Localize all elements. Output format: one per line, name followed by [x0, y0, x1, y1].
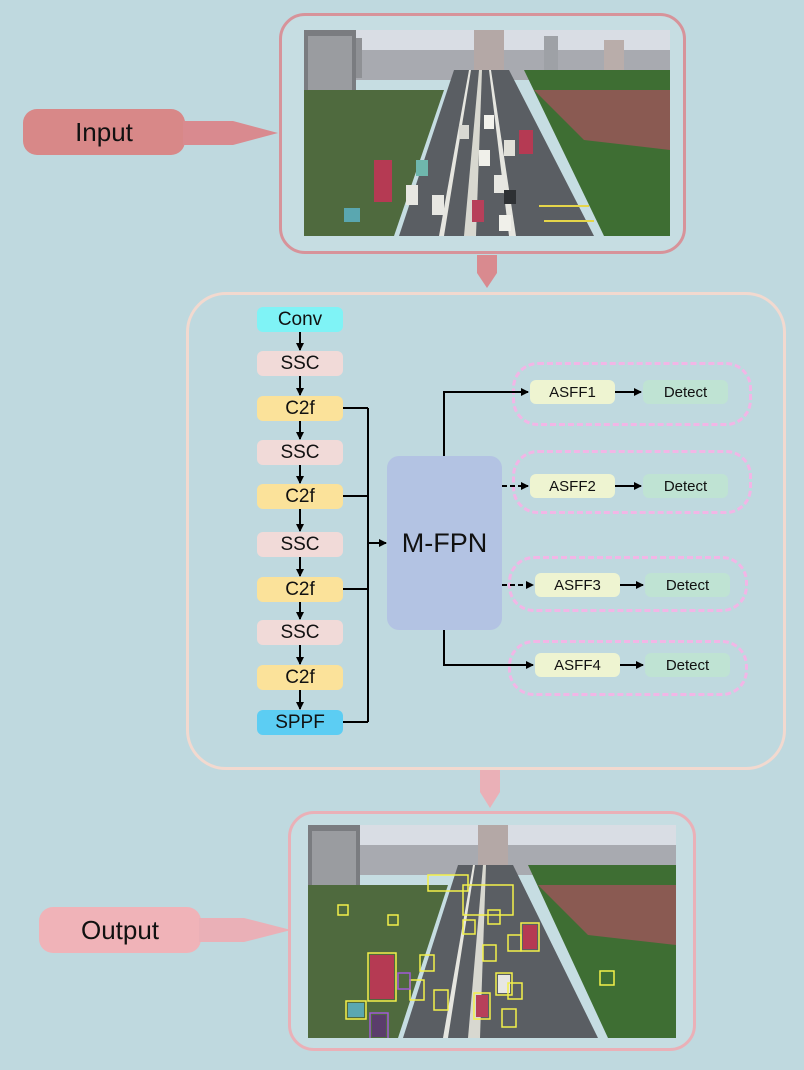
backbone-block-sppf: SPPF [257, 710, 343, 735]
detect1-block: Detect [643, 380, 728, 404]
asff1-block: ASFF1 [530, 380, 615, 404]
head-group-1 [512, 362, 752, 426]
panel-to-output-arrow [480, 770, 500, 808]
network-panel [186, 292, 786, 770]
head-group-2 [512, 450, 752, 514]
output-label-pill: Output [39, 907, 201, 953]
detect2-block: Detect [643, 474, 728, 498]
input-to-panel-arrow [477, 255, 497, 288]
backbone-block-c2f: C2f [257, 665, 343, 690]
asff2-block: ASFF2 [530, 474, 615, 498]
backbone-block-ssc: SSC [257, 351, 343, 376]
input-label: Input [75, 116, 133, 147]
head-group-4 [508, 640, 748, 696]
asff3-block: ASFF3 [535, 573, 620, 597]
input-label-pill: Input [23, 109, 185, 155]
asff4-block: ASFF4 [535, 653, 620, 677]
detect4-block: Detect [645, 653, 730, 677]
head-group-3 [508, 556, 748, 612]
backbone-block-c2f: C2f [257, 396, 343, 421]
output-label: Output [80, 914, 160, 945]
mfpn-block: M-FPN [387, 456, 502, 630]
output-image-frame [288, 811, 696, 1051]
detect3-block: Detect [645, 573, 730, 597]
output-pointer-arrow [199, 918, 291, 942]
backbone-block-conv: Conv [257, 307, 343, 332]
input-image-frame [279, 13, 686, 254]
output-detection-photo [308, 825, 676, 1038]
input-traffic-photo [304, 30, 670, 236]
input-pointer-arrow [183, 121, 278, 145]
backbone-block-ssc: SSC [257, 620, 343, 645]
backbone-block-c2f: C2f [257, 484, 343, 509]
backbone-block-ssc: SSC [257, 440, 343, 465]
backbone-block-c2f: C2f [257, 577, 343, 602]
backbone-block-ssc: SSC [257, 532, 343, 557]
